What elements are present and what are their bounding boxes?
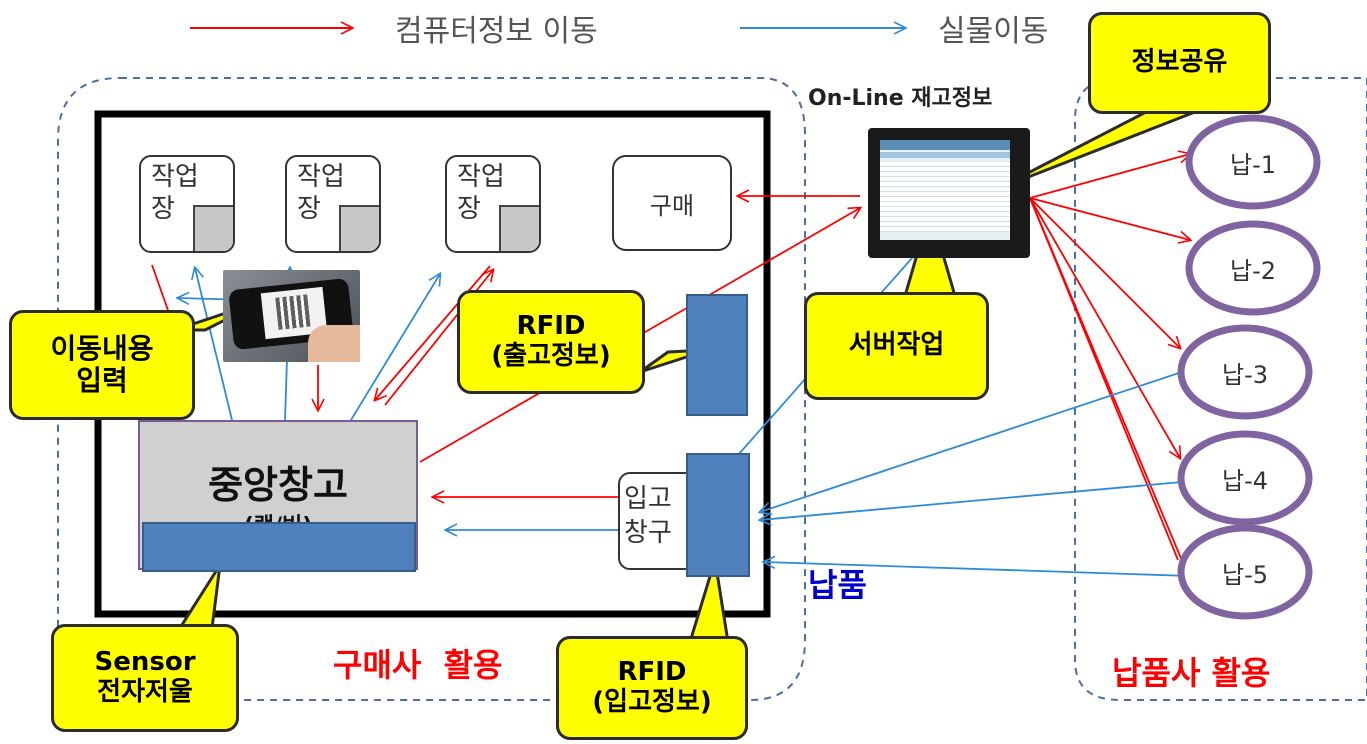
red-arrow-to-nap1 [1029,154,1190,199]
purchase-label: 구매 [649,191,695,220]
workstation-2-label: 작업 장 [297,162,345,224]
callout-rfid-in: RFID (입고정보) [556,636,748,740]
monitor-screen [880,140,1010,240]
nap-2-ellipse [1185,220,1321,316]
callout-sensor: Sensor 전자저울 [51,624,239,732]
blue-arrow-central-ws3 [339,274,440,439]
workstation-3-label: 작업 장 [457,162,505,224]
blue-arrow-central-ws1 [195,268,233,421]
red-arrow-to-nap5b [1029,197,1179,561]
nap-2-label: 납-2 [1229,256,1276,285]
delivery-label: 납품 [808,566,867,604]
legend-computer-label: 컴퓨터정보 이동 [395,14,598,49]
buyer-region-label: 구매사 활용 [333,646,503,684]
supplier-region-label: 납품사 활용 [1112,654,1271,692]
buyer-region [57,77,806,701]
nap-3-ellipse [1177,324,1313,420]
workstation-3-square [499,205,539,251]
nap-5-ellipse [1177,524,1313,620]
central-title: 중앙창고 [208,463,348,507]
nap-5-label: 납-5 [1221,560,1268,589]
rfid-in-bar [686,453,750,577]
callout-movement-input: 이동내용 입력 [9,310,195,420]
nap-4-ellipse [1177,430,1313,526]
blue-arrow-nap3-receiving [760,371,1183,512]
receiving-label: 입고 창구 [624,484,672,548]
workstation-3: 작업 장 [445,155,541,253]
red-arrow-to-nap3 [1029,197,1180,348]
workstation-1-square [193,205,233,251]
sensor-tail [177,564,222,630]
red-arrow-to-nap4 [1029,197,1180,458]
callout-server-work: 서버작업 [804,292,989,400]
legend-physical-label: 실물이동 [938,14,1049,49]
workstation-1-label: 작업 장 [151,162,199,224]
red-arrow-to-nap2 [1029,197,1190,240]
online-title: On-Line 재고정보 [808,86,993,111]
phone-qr-image [223,270,360,362]
callout-info-share: 정보공유 [1088,12,1271,114]
supplier-region [1074,77,1367,701]
nap-4-label: 납-4 [1221,466,1268,495]
red-arrow-ws3-central [375,265,491,400]
workstation-2: 작업 장 [285,155,381,253]
workstation-1: 작업 장 [139,155,235,253]
blue-arrow-nap4-receiving [760,481,1183,520]
sensor-bar [142,522,416,572]
nap-3-label: 납-3 [1221,360,1268,389]
monitor-icon [868,128,1030,258]
rfid-out-bar [686,294,748,416]
purchase-box: 구매 [612,155,732,251]
nap-1-ellipse [1185,114,1321,210]
workstation-2-square [339,205,379,251]
callout-rfid-out: RFID (출고정보) [457,290,645,394]
nap-1-label: 납-1 [1229,150,1276,179]
blue-arrow-nap5-receiving [764,562,1191,577]
